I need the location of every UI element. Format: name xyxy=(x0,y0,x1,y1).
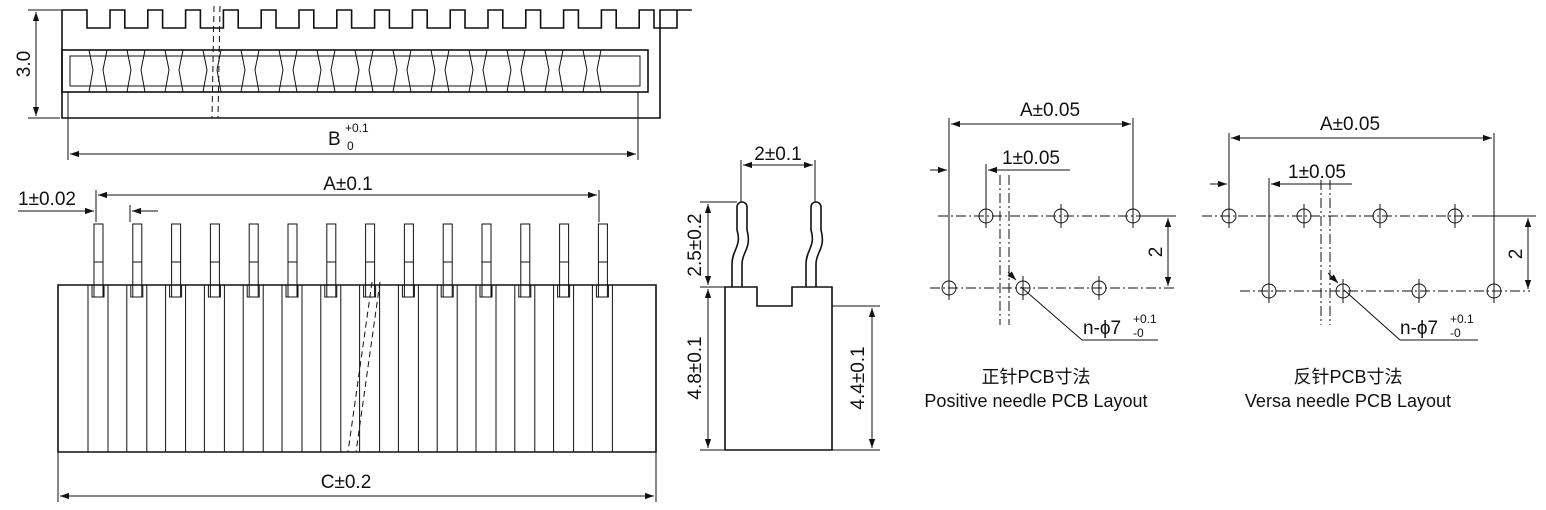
pcb-positive-holes xyxy=(941,204,1141,300)
front-view-slots xyxy=(87,285,613,452)
pin-spacing-label: 2±0.1 xyxy=(754,144,801,165)
width-tol-upper: +0.1 xyxy=(345,121,369,135)
top-view-contact xyxy=(354,49,374,93)
front-view-pin xyxy=(326,223,337,298)
break-line xyxy=(355,281,381,453)
front-view-pin xyxy=(171,223,182,298)
overall-label: C±0.2 xyxy=(321,472,372,493)
side-view-body xyxy=(724,286,833,451)
pcb-positive-layout: A±0.05 1±0.05 2 n-ϕ7 +0.1 -0 正针PCB寸法 Pos… xyxy=(924,100,1176,411)
pcb-versa-hole-tol-upper: +0.1 xyxy=(1450,312,1474,326)
front-view-pin xyxy=(209,223,220,298)
top-view-contact xyxy=(202,49,222,93)
width-tol-lower: 0 xyxy=(347,139,354,153)
pcb-versa-title-en: Versa needle PCB Layout xyxy=(1245,391,1451,411)
side-view-pin-right xyxy=(805,201,824,287)
break-line xyxy=(211,5,215,119)
top-view-contact xyxy=(240,49,260,93)
height-label: 3.0 xyxy=(14,51,35,77)
top-view-contact xyxy=(582,49,602,93)
pcb-positive-hole-label: n-ϕ7 xyxy=(1083,318,1121,339)
width-label: B xyxy=(328,129,341,150)
break-line xyxy=(217,5,221,119)
pcb-versa-span-label: A±0.05 xyxy=(1320,114,1380,135)
side-view-pin-left xyxy=(731,201,750,287)
top-view-slot-inner xyxy=(69,55,641,87)
pcb-versa-holes xyxy=(1221,204,1502,303)
top-view-contacts xyxy=(88,49,602,93)
hole-leader-line xyxy=(1343,289,1401,341)
top-view: 3.0 B +0.1 0 xyxy=(14,5,692,160)
inner-height-label: 4.4±0.1 xyxy=(848,346,869,409)
pcb-positive-title-en: Positive needle PCB Layout xyxy=(924,391,1147,411)
front-view-pin xyxy=(559,223,570,298)
front-view: 1±0.02 A±0.1 C±0.2 xyxy=(18,174,657,502)
top-view-contact xyxy=(316,49,336,93)
pitch-label: 1±0.02 xyxy=(18,189,76,210)
pcb-positive-hole-tol-upper: +0.1 xyxy=(1133,312,1157,326)
front-view-pin xyxy=(403,223,414,298)
top-view-contact xyxy=(164,49,184,93)
top-view-contact xyxy=(430,49,450,93)
front-view-pin xyxy=(597,223,608,298)
front-view-pin xyxy=(287,223,298,298)
front-view-pin xyxy=(481,223,492,298)
top-view-contact xyxy=(392,49,412,93)
side-view: 2±0.1 2.5±0.2 4.8±0.1 4.4±0.1 xyxy=(685,144,880,451)
pin-height-label: 2.5±0.2 xyxy=(685,213,706,276)
hole-leader-arrow xyxy=(1327,272,1339,284)
pcb-versa-row-label: 2 xyxy=(1506,249,1527,260)
body-height-label: 4.8±0.1 xyxy=(685,336,706,399)
front-view-pin xyxy=(132,223,143,298)
pcb-positive-span-label: A±0.05 xyxy=(1020,100,1080,121)
front-view-pin xyxy=(365,223,376,298)
break-line xyxy=(347,281,373,453)
pcb-versa-pitch-label: 1±0.05 xyxy=(1288,162,1346,183)
front-view-pin xyxy=(248,223,259,298)
front-view-pin xyxy=(520,223,531,298)
span-label: A±0.1 xyxy=(323,174,373,195)
hole-leader-arrow xyxy=(1007,271,1017,281)
front-view-pin xyxy=(93,223,104,298)
top-view-contact xyxy=(544,49,564,93)
front-view-pin xyxy=(442,223,453,298)
front-view-body xyxy=(57,284,657,453)
top-view-contact xyxy=(506,49,526,93)
pcb-versa-title-cn: 反针PCB寸法 xyxy=(1293,367,1402,387)
pcb-positive-hole-tol-lower: -0 xyxy=(1133,326,1144,340)
pcb-positive-pitch-label: 1±0.05 xyxy=(1002,148,1060,169)
top-view-contact xyxy=(126,49,146,93)
pcb-versa-hole-label: n-ϕ7 xyxy=(1400,318,1438,339)
top-view-contact xyxy=(278,49,298,93)
top-view-outline xyxy=(61,9,692,119)
hole-leader-line xyxy=(1020,286,1083,341)
top-view-contact xyxy=(468,49,488,93)
pcb-versa-hole-tol-lower: -0 xyxy=(1450,326,1461,340)
pcb-versa-layout: A±0.05 1±0.05 2 n-ϕ7 +0.1 -0 反针PCB寸法 Ver… xyxy=(1202,114,1536,411)
front-view-pins xyxy=(93,223,608,298)
pcb-positive-title-cn: 正针PCB寸法 xyxy=(981,367,1090,387)
pcb-positive-row-label: 2 xyxy=(1146,247,1167,258)
top-view-contact xyxy=(88,49,108,93)
